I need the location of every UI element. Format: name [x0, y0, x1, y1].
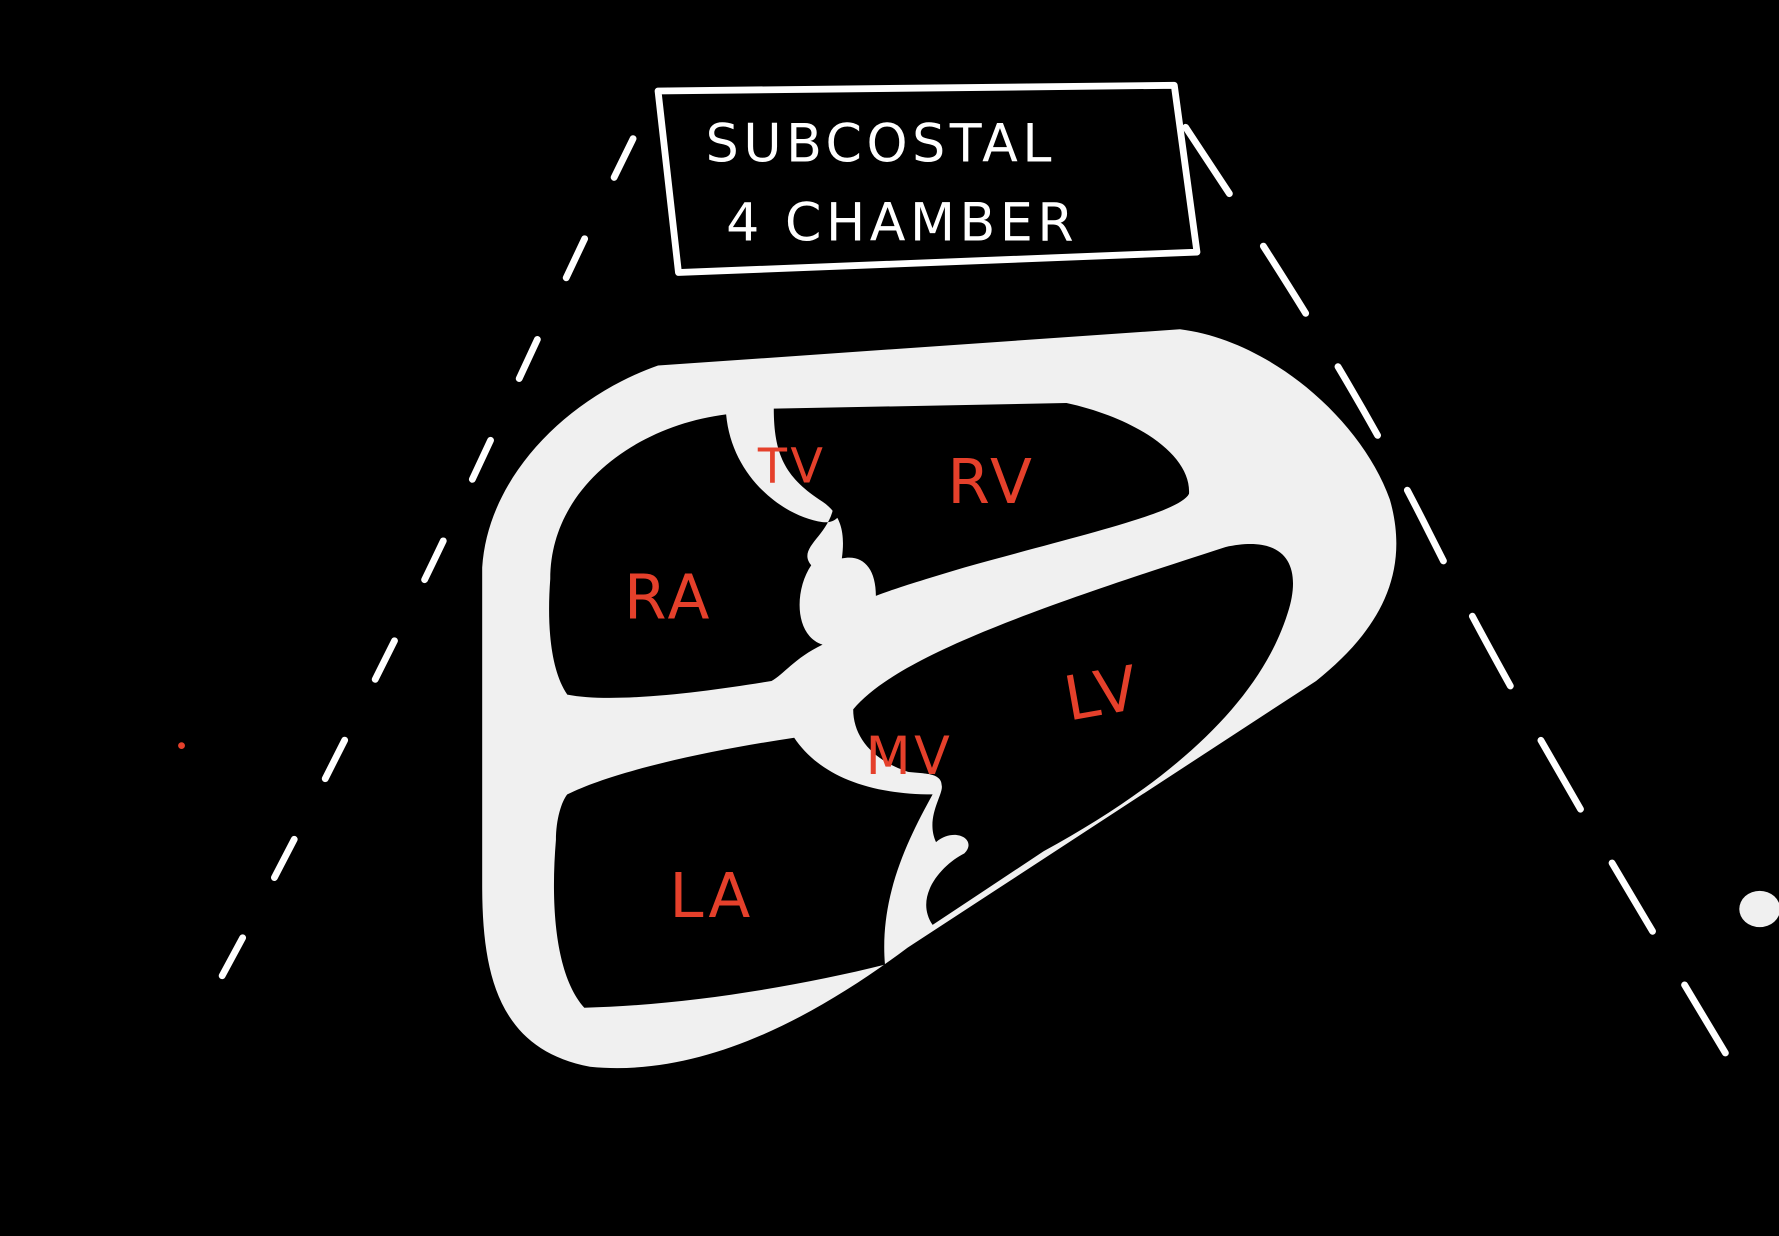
label-lv: LV — [1059, 652, 1146, 735]
label-rv: RV — [947, 447, 1035, 518]
label-mv: MV — [866, 727, 954, 787]
white-dot — [1739, 890, 1779, 928]
left-ventricle-chamber — [853, 544, 1294, 925]
title-line-2: 4 CHAMBER — [726, 194, 1078, 254]
right-atrium-chamber — [549, 414, 842, 698]
view-title-box: SUBCOSTAL 4 CHAMBER — [654, 81, 1201, 276]
right-ventricle-chamber — [773, 402, 1190, 596]
label-tv: TV — [757, 439, 827, 494]
label-la: LA — [669, 861, 753, 932]
title-line-1: SUBCOSTAL — [706, 114, 1056, 174]
red-dot — [178, 742, 185, 750]
label-ra: RA — [624, 563, 713, 634]
left-atrium-chamber — [553, 737, 933, 1008]
sector-edge-right — [1182, 123, 1734, 1065]
